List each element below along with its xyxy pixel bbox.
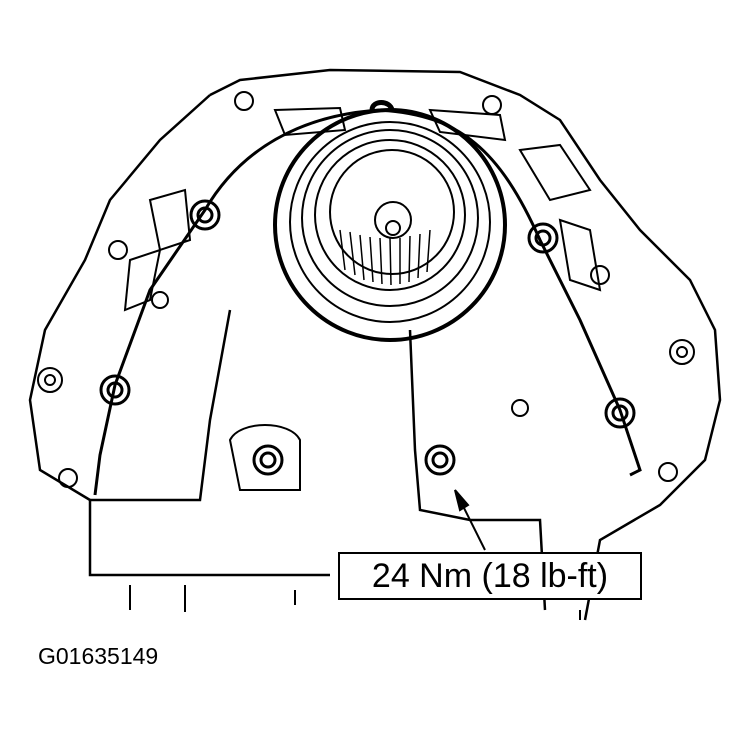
mounting-holes <box>37 91 695 488</box>
torque-spec-callout: 24 Nm (18 lb-ft) <box>338 552 642 600</box>
figure-id: G01635149 <box>38 643 159 669</box>
crankshaft-seal <box>273 100 507 342</box>
plate-ribs <box>123 106 602 312</box>
lower-stubs <box>129 585 581 620</box>
gasket-outline <box>93 108 642 496</box>
seal-bolts <box>99 199 636 476</box>
cover-body <box>88 309 547 611</box>
cover-plate-outline <box>28 68 722 621</box>
bolt-recess <box>228 424 301 491</box>
arrow-head <box>454 489 470 512</box>
